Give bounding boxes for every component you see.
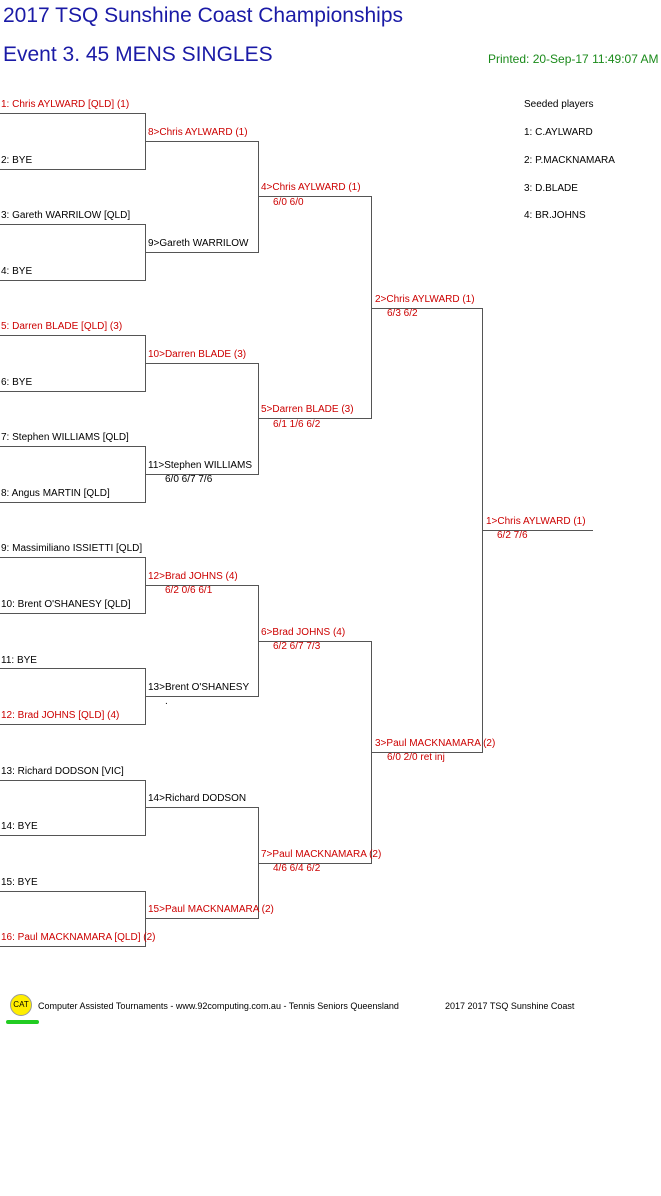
match-winner: 6>Brad JOHNS (4) xyxy=(261,627,346,638)
champion: 1>Chris AYLWARD (1) xyxy=(486,516,586,527)
match-winner: 10>Darren BLADE (3) xyxy=(148,349,247,360)
draw-entry: 4: BYE xyxy=(1,266,33,277)
event-title: Event 3. 45 MENS SINGLES xyxy=(3,43,273,66)
footer-tournament: 2017 2017 TSQ Sunshine Coast xyxy=(445,1001,575,1011)
tournament-title: 2017 TSQ Sunshine Coast Championships xyxy=(3,4,404,27)
draw-entry: 5: Darren BLADE [QLD] (3) xyxy=(1,321,123,332)
draw-entry: 2: BYE xyxy=(1,155,33,166)
draw-entry: 14: BYE xyxy=(1,821,38,832)
draw-entry: 12: Brad JOHNS [QLD] (4) xyxy=(1,710,120,721)
draw-entry: 6: BYE xyxy=(1,377,33,388)
seeded-player: 2: P.MACKNAMARA xyxy=(524,155,615,166)
cat-logo-icon: CAT xyxy=(10,994,32,1016)
cat-logo-underline xyxy=(6,1020,39,1024)
seeded-player: 3: D.BLADE xyxy=(524,183,578,194)
draw-entry: 10: Brent O'SHANESY [QLD] xyxy=(1,599,131,610)
match-winner: 3>Paul MACKNAMARA (2) xyxy=(375,738,496,749)
match-winner: 8>Chris AYLWARD (1) xyxy=(148,127,248,138)
match-winner: 2>Chris AYLWARD (1) xyxy=(375,294,475,305)
printed-timestamp: Printed: 20-Sep-17 11:49:07 AM xyxy=(488,52,659,66)
match-score: 6/3 6/2 xyxy=(387,308,418,319)
match-winner: 14>Richard DODSON xyxy=(148,793,247,804)
match-score: 6/2 6/7 7/3 xyxy=(273,641,321,652)
match-winner: 5>Darren BLADE (3) xyxy=(261,404,354,415)
draw-entry: 8: Angus MARTIN [QLD] xyxy=(1,488,110,499)
draw-entry: 13: Richard DODSON [VIC] xyxy=(1,766,124,777)
match-score: . xyxy=(165,696,168,707)
match-winner: 7>Paul MACKNAMARA (2) xyxy=(261,849,382,860)
match-winner: 15>Paul MACKNAMARA (2) xyxy=(148,904,274,915)
match-score: 6/0 6/7 7/6 xyxy=(165,474,213,485)
draw-entry: 9: Massimiliano ISSIETTI [QLD] xyxy=(1,543,143,554)
match-score: 4/6 6/4 6/2 xyxy=(273,863,321,874)
match-winner: 11>Stephen WILLIAMS xyxy=(148,460,253,471)
seeded-heading: Seeded players xyxy=(524,99,594,110)
match-winner: 13>Brent O'SHANESY xyxy=(148,682,250,693)
seeded-player: 1: C.AYLWARD xyxy=(524,127,593,138)
draw-entry: 7: Stephen WILLIAMS [QLD] xyxy=(1,432,129,443)
match-winner: 4>Chris AYLWARD (1) xyxy=(261,182,361,193)
final-score: 6/2 7/6 xyxy=(497,530,528,541)
match-score: 6/0 2/0 ret inj xyxy=(387,752,445,763)
match-winner: 9>Gareth WARRILOW xyxy=(148,238,249,249)
seeded-player: 4: BR.JOHNS xyxy=(524,210,586,221)
match-winner: 12>Brad JOHNS (4) xyxy=(148,571,238,582)
draw-entry: 11: BYE xyxy=(1,655,37,666)
match-score: 6/1 1/6 6/2 xyxy=(273,419,321,430)
draw-entry: 3: Gareth WARRILOW [QLD] xyxy=(1,210,131,221)
draw-entry: 1: Chris AYLWARD [QLD] (1) xyxy=(1,99,130,110)
footer-credit: Computer Assisted Tournaments - www.92co… xyxy=(38,1001,399,1011)
draw-entry: 16: Paul MACKNAMARA [QLD] (2) xyxy=(1,932,156,943)
match-score: 6/2 0/6 6/1 xyxy=(165,585,213,596)
draw-entry: 15: BYE xyxy=(1,877,38,888)
draw-bracket-lines xyxy=(0,113,593,947)
match-score: 6/0 6/0 xyxy=(273,197,304,208)
